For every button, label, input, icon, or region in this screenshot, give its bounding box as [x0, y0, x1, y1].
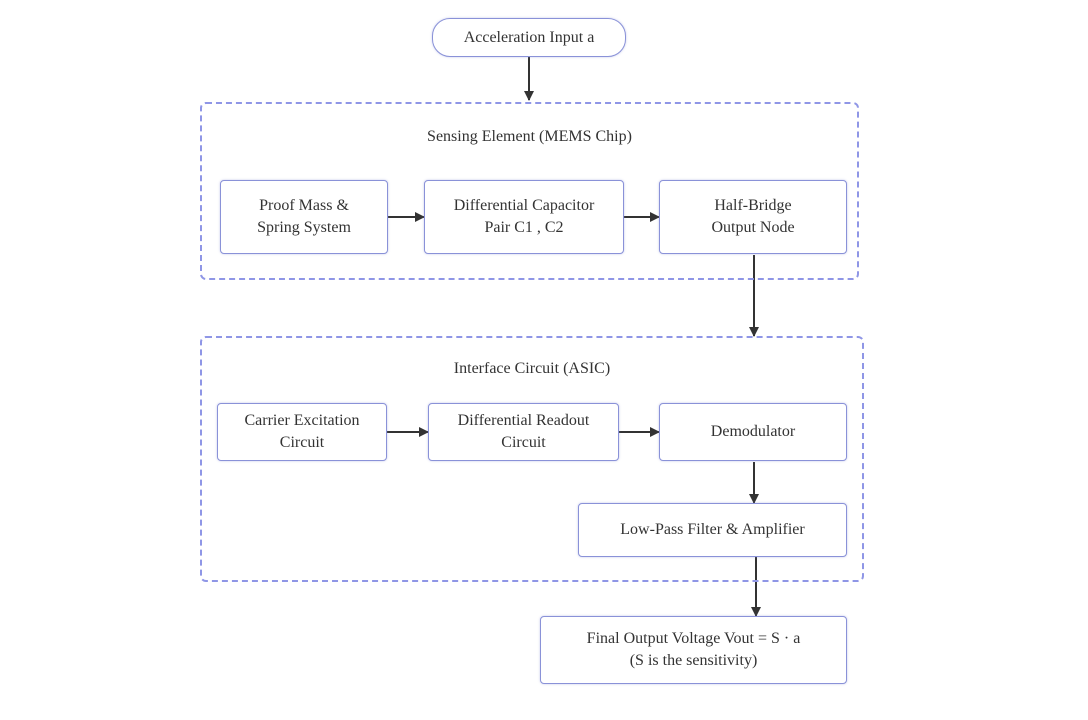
low-pass-filter-label: Low-Pass Filter & Amplifier — [620, 521, 805, 538]
differential-readout-line2: Circuit — [501, 434, 546, 451]
interface-circuit-group: Interface Circuit (ASIC) — [200, 336, 864, 582]
low-pass-filter-node: Low-Pass Filter & Amplifier — [578, 503, 847, 557]
carrier-excitation-line1: Carrier Excitation — [244, 412, 360, 429]
carrier-excitation-node: Carrier Excitation Circuit — [217, 403, 387, 461]
differential-capacitor-line1: Differential Capacitor — [453, 197, 595, 214]
final-output-node: Final Output Voltage Vout = S · a (S is … — [540, 616, 847, 684]
proof-mass-node: Proof Mass & Spring System — [220, 180, 388, 254]
differential-readout-node: Differential Readout Circuit — [428, 403, 619, 461]
final-output-line2: (S is the sensitivity) — [629, 652, 758, 669]
differential-capacitor-line2: Pair C1 , C2 — [484, 219, 564, 236]
carrier-excitation-line2: Circuit — [279, 434, 325, 451]
interface-circuit-title: Interface Circuit (ASIC) — [453, 360, 611, 377]
final-output-line1: Final Output Voltage Vout = S · a — [586, 630, 801, 647]
demodulator-node: Demodulator — [659, 403, 847, 461]
half-bridge-line1: Half-Bridge — [714, 197, 792, 214]
sensing-element-group: Sensing Element (MEMS Chip) — [200, 102, 859, 280]
proof-mass-line2: Spring System — [257, 219, 351, 236]
half-bridge-line2: Output Node — [711, 219, 795, 236]
demodulator-label: Demodulator — [710, 423, 796, 440]
sensing-element-title: Sensing Element (MEMS Chip) — [427, 128, 632, 145]
acceleration-input-label: Acceleration Input a — [463, 28, 595, 46]
differential-readout-line1: Differential Readout — [457, 412, 590, 429]
acceleration-input-node: Acceleration Input a — [432, 18, 626, 57]
proof-mass-line1: Proof Mass & — [259, 197, 349, 214]
half-bridge-node: Half-Bridge Output Node — [659, 180, 847, 254]
differential-capacitor-node: Differential Capacitor Pair C1 , C2 — [424, 180, 624, 254]
